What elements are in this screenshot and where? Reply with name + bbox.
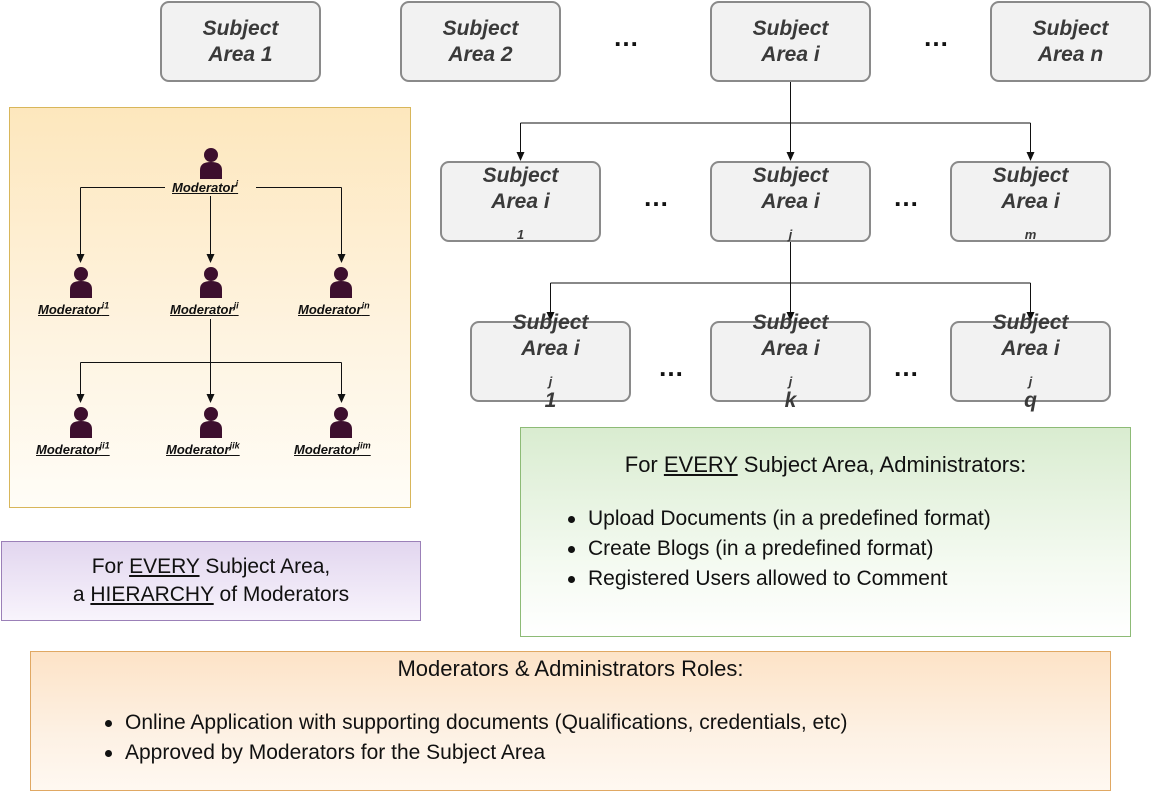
admin-item-comment: Registered Users allowed to Comment [564,564,1130,594]
subject-area-ij-base: Area i [761,189,820,213]
subject-area-2-line1: Subject [442,16,519,40]
moderator-ji1-sup: ji1 [99,440,110,451]
administrators-box: For EVERY Subject Area, Administrators: … [520,427,1131,637]
moderator-label-jik: Moderatorjik [166,440,240,457]
roles-list: Online Application with supporting docum… [31,708,1110,768]
roles-heading: Moderators & Administrators Roles: [397,656,744,681]
moderator-jik-base: Moderator [166,442,230,457]
role-item-approval: Approved by Moderators for the Subject A… [101,738,1110,768]
moderator-ji1-base: Moderator [36,442,100,457]
subject-area-n-line2: Area n [1037,42,1104,66]
subject-area-ijq-tail: q [1024,388,1037,412]
subject-area-i1-sub: 1 [516,226,525,242]
moderator-label-i1: Moderatori1 [38,300,110,317]
ellipsis-top-right: … [923,22,950,52]
subject-area-ij1-sub: j [548,373,553,389]
moderator-in-base: Moderator [298,302,362,317]
moderator-jik-sup: jik [229,440,240,451]
administrators-heading: For EVERY Subject Area, Administrators: [624,452,1027,477]
role-item-application: Online Application with supporting docum… [101,708,1110,738]
moderator-label-i: Moderatori [172,178,239,195]
subject-area-1-line2: Area 1 [208,42,273,66]
moderator-label-jim: Moderatorjim [294,440,371,457]
roles-box: Moderators & Administrators Roles: Onlin… [30,651,1111,791]
subject-area-ijk-tail: k [784,388,797,412]
moderator-ji-sup: ji [233,300,239,311]
ellipsis-bottom-right: … [893,352,920,382]
hierarchy-note-line2: a HIERARCHY of Moderators [72,583,350,606]
administrators-list: Upload Documents (in a predefined format… [521,504,1130,594]
hierarchy-emphasis: HIERARCHY [90,583,214,606]
moderator-jim-base: Moderator [294,442,358,457]
ellipsis-mid-left: … [643,182,670,212]
every-emphasis: EVERY [129,555,200,578]
admin-item-blogs: Create Blogs (in a predefined format) [564,534,1130,564]
subject-area-ijk-line1: Subject [752,310,829,334]
subject-area-i1-line1: Subject [482,163,559,187]
every-emphasis: EVERY [663,452,738,477]
subject-area-ij1-base: Area i [521,336,580,360]
moderator-label-ji: Moderatorji [170,300,239,317]
subject-area-2-line2: Area 2 [448,42,513,66]
subject-area-ijq-line1: Subject [992,310,1069,334]
subject-area-ij-line1: Subject [752,163,829,187]
ellipsis-bottom-left: … [658,352,685,382]
subject-area-ij1-line1: Subject [512,310,589,334]
person-icon-moderator-jik [200,407,222,438]
moderator-label-ji1: Moderatorji1 [36,440,110,457]
hierarchy-note-box: For EVERY Subject Area, a HIERARCHY of M… [1,541,421,621]
moderator-ji-base: Moderator [170,302,234,317]
moderator-jim-sup: jim [357,440,371,451]
subject-area-im-base: Area i [1001,189,1060,213]
subject-area-ijk-base: Area i [761,336,820,360]
subject-area-i1-base: Area i [491,189,550,213]
subject-area-i-line1: Subject [752,16,829,40]
moderator-i1-base: Moderator [38,302,102,317]
subject-area-ijq-base: Area i [1001,336,1060,360]
person-icon-moderator-jim [330,407,352,438]
moderator-i-sup: i [235,178,239,189]
moderator-in-sup: in [361,300,370,311]
person-icon-moderator-i [200,148,222,179]
ellipsis-mid-right: … [893,182,920,212]
ellipsis-top-left: … [613,22,640,52]
subject-area-im-sub: m [1024,226,1037,242]
person-icon-moderator-ji1 [70,407,92,438]
subject-area-ijq-sub: j [1028,373,1033,389]
hierarchy-note-line1: For EVERY Subject Area, [91,555,331,578]
subject-area-ijk-sub: j [788,373,793,389]
subject-area-1-line1: Subject [202,16,279,40]
moderator-i-base: Moderator [172,180,236,195]
person-icon-moderator-ji [200,267,222,298]
moderator-label-in: Moderatorin [298,300,370,317]
subject-area-ij1-tail: 1 [544,388,557,412]
subject-area-i-line2: Area i [761,42,820,66]
subject-area-im-line1: Subject [992,163,1069,187]
subject-area-ij-sub: j [788,226,793,242]
admin-item-upload: Upload Documents (in a predefined format… [564,504,1130,534]
subject-area-n-line1: Subject [1032,16,1109,40]
person-icon-moderator-in [330,267,352,298]
moderator-i1-sup: i1 [101,300,110,311]
person-icon-moderator-i1 [70,267,92,298]
